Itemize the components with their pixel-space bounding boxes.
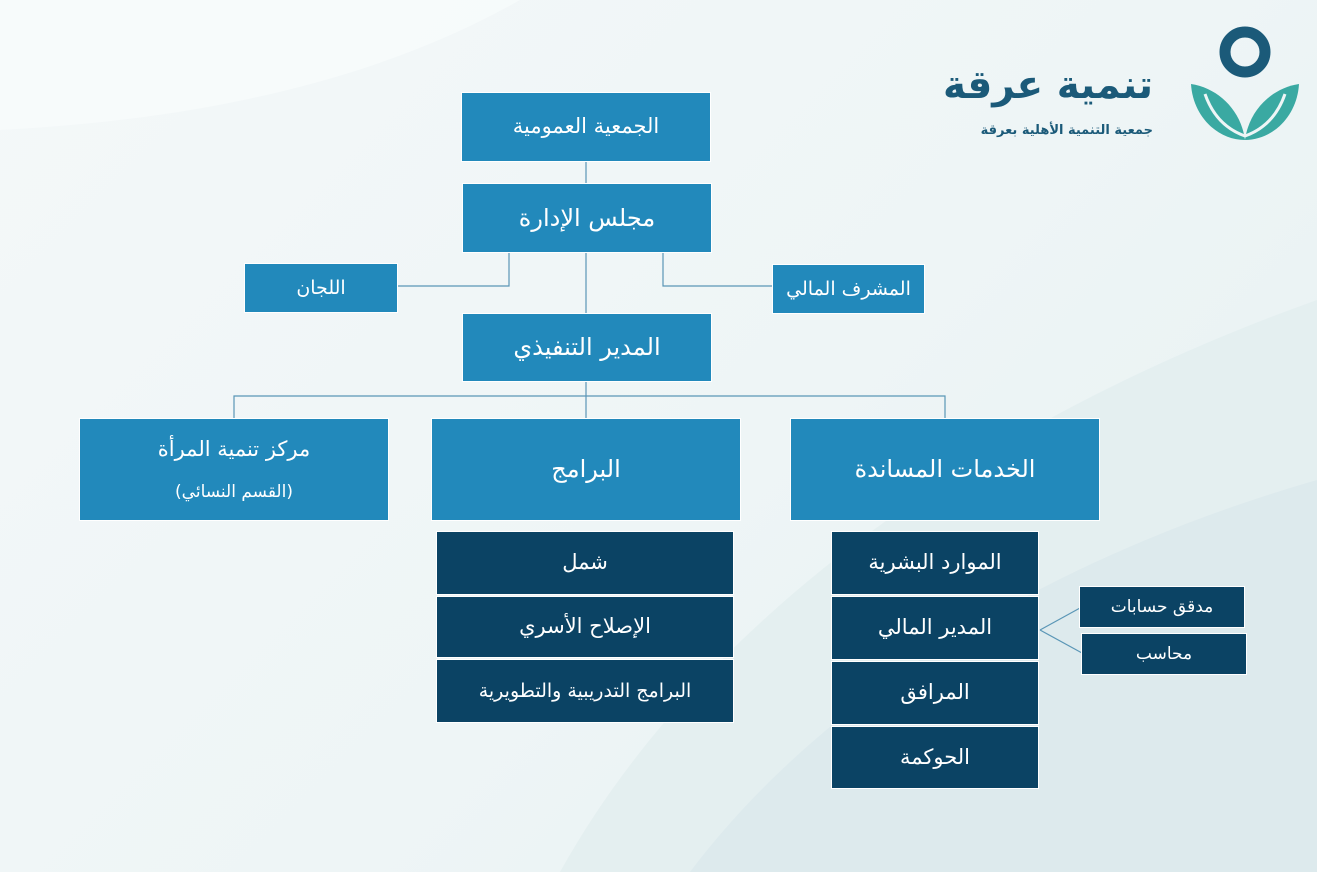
support-item: الموارد البشرية: [831, 531, 1039, 595]
committees-box: اللجان: [244, 263, 398, 313]
program-item: شمل: [436, 531, 734, 595]
logo: تنمية عرقة جمعية التنمية الأهلية بعرقة: [943, 22, 1308, 152]
programs-box: البرامج: [431, 418, 741, 521]
leaf-circle-icon: [1191, 26, 1299, 140]
general-assembly-box: الجمعية العمومية: [461, 92, 711, 162]
support-item: المدير المالي: [831, 596, 1039, 660]
logo-subtitle: جمعية التنمية الأهلية بعرقة: [980, 123, 1153, 138]
women-center-title: مركز تنمية المرأة: [157, 436, 311, 461]
program-item: البرامج التدريبية والتطويرية: [436, 659, 734, 723]
program-item: الإصلاح الأسري: [436, 596, 734, 658]
support-item: المرافق: [831, 661, 1039, 725]
accountant-box: محاسب: [1081, 633, 1247, 675]
women-center-box: مركز تنمية المرأة (القسم النسائي): [79, 418, 389, 521]
support-item: الحوكمة: [831, 726, 1039, 789]
executive-director-box: المدير التنفيذي: [462, 313, 712, 382]
financial-supervisor-box: المشرف المالي: [772, 264, 925, 314]
board-box: مجلس الإدارة: [462, 183, 712, 253]
support-services-box: الخدمات المساندة: [790, 418, 1100, 521]
women-center-subtitle: (القسم النسائي): [175, 481, 293, 502]
logo-name: تنمية عرقة: [943, 63, 1153, 108]
auditor-box: مدقق حسابات: [1079, 586, 1245, 628]
